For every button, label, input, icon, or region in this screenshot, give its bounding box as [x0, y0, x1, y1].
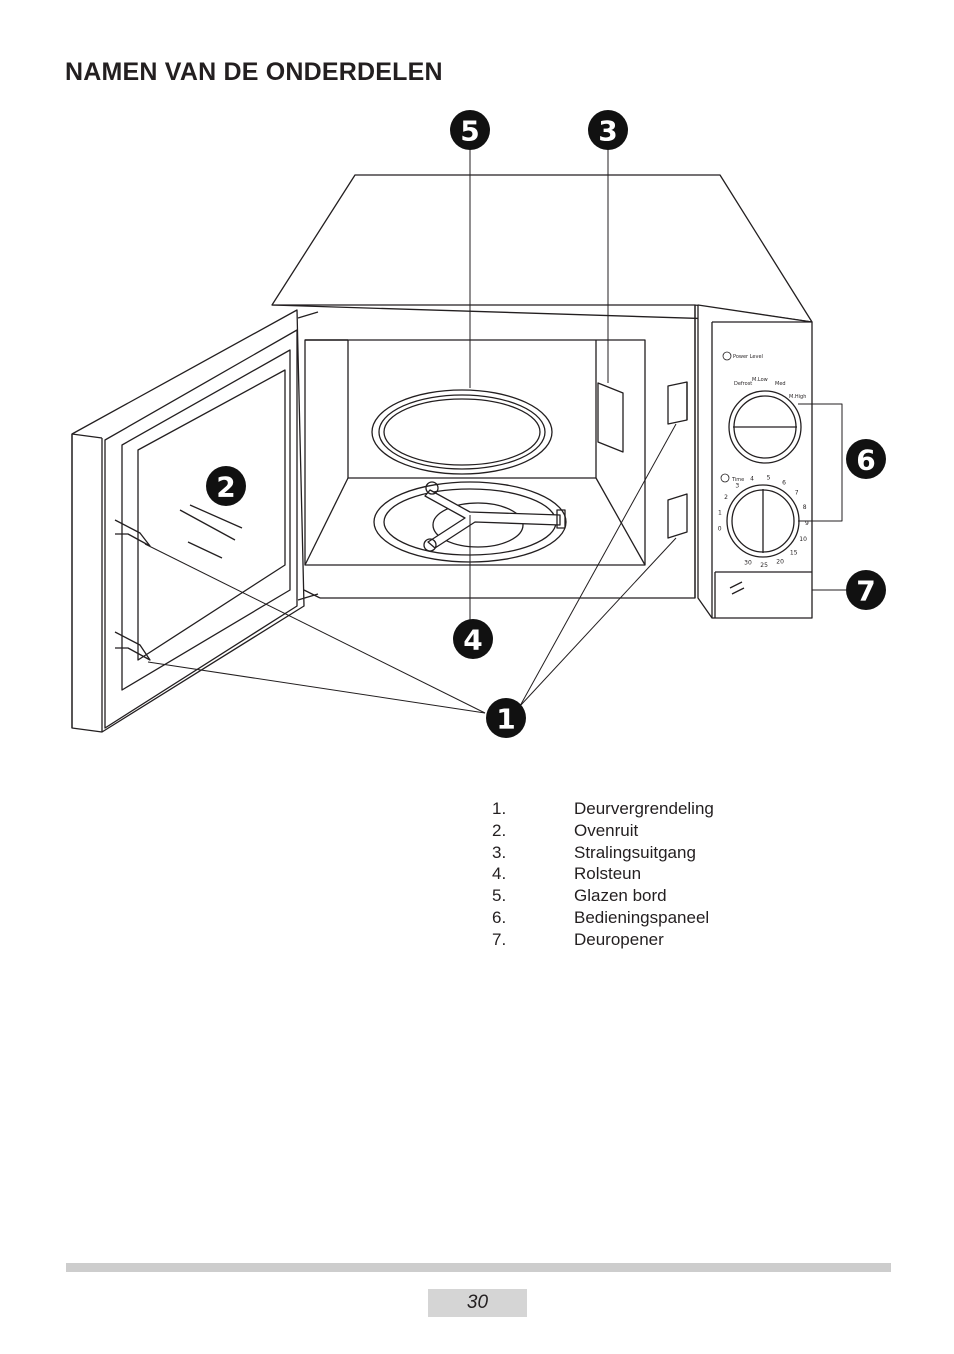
timer-tick-label: 3	[735, 482, 739, 489]
legend-number: 5.	[492, 886, 507, 906]
legend-item: 2. Ovenruit	[492, 820, 714, 842]
legend-label: Deurvergrendeling	[574, 799, 714, 818]
svg-text:3: 3	[598, 115, 617, 148]
oven-door	[71, 309, 319, 733]
timer-tick-label: 1	[718, 509, 722, 516]
parts-legend: 1. Deurvergrendeling 2. Ovenruit 3. Stra…	[492, 798, 714, 951]
control-panel	[697, 304, 813, 619]
svg-text:7: 7	[856, 575, 875, 608]
legend-label: Ovenruit	[574, 820, 639, 840]
time-label: Time	[731, 477, 744, 483]
oven-cavity	[304, 339, 646, 566]
callout-7: 7	[846, 570, 886, 610]
timer-tick-label: 20	[776, 559, 784, 566]
page-number: 30	[428, 1289, 527, 1317]
legend-number: 2.	[492, 820, 507, 840]
legend-label: Deuropener	[574, 929, 664, 949]
callout-3: 3	[588, 110, 628, 150]
svg-text:6: 6	[856, 444, 875, 477]
callout-4: 4	[453, 619, 493, 659]
legend-number: 7.	[492, 929, 507, 949]
svg-text:1: 1	[496, 703, 515, 736]
timer-tick-label: 10	[799, 536, 807, 543]
legend-number: 3.	[492, 842, 507, 862]
timer-tick-label: 0	[718, 526, 722, 533]
legend-item: 7. Deuropener	[492, 929, 714, 951]
legend-item: 5. Glazen bord	[492, 885, 714, 907]
timer-tick-label: 2	[724, 494, 728, 501]
callout-5: 5	[450, 110, 490, 150]
timer-tick-label: 9	[805, 520, 809, 527]
timer-tick-label: 30	[744, 559, 752, 566]
page-title: NAMEN VAN DE ONDERDELEN	[65, 58, 443, 86]
callout-2: 2	[206, 466, 246, 506]
defrost-label: Defrost	[734, 381, 752, 387]
legend-label: Glazen bord	[574, 886, 667, 906]
callout-6: 6	[846, 439, 886, 479]
footer-rule	[66, 1263, 891, 1272]
svg-text:5: 5	[460, 115, 479, 148]
latch-holes	[667, 381, 688, 539]
m-low-label: M.Low	[752, 377, 768, 383]
cabinet-body	[303, 305, 696, 599]
power-level-label: Power Level	[733, 354, 763, 360]
legend-item: 3. Stralingsuitgang	[492, 842, 714, 864]
legend-item: 1. Deurvergrendeling	[492, 798, 714, 820]
legend-number: 6.	[492, 907, 507, 927]
cabinet-top	[271, 174, 813, 323]
med-label: Med	[775, 381, 786, 387]
legend-number: 4.	[492, 864, 507, 884]
timer-tick-label: 15	[790, 550, 798, 557]
leader-lines	[144, 148, 846, 714]
legend-label: Bedieningspaneel	[574, 907, 710, 927]
legend-label: Rolsteun	[574, 864, 642, 884]
microwave-diagram: Power Level Defrost M.Low Med M.High Tim…	[71, 110, 886, 738]
svg-text:2: 2	[216, 471, 235, 504]
legend-item: 6. Bedieningspaneel	[492, 907, 714, 929]
radiation-outlet	[597, 382, 624, 453]
timer-tick-label: 25	[760, 562, 768, 569]
timer-tick-label: 8	[803, 504, 807, 511]
svg-text:4: 4	[463, 624, 482, 657]
callout-1: 1	[486, 698, 526, 738]
timer-tick-label: 7	[795, 490, 799, 497]
glass-tray	[371, 389, 553, 475]
timer-tick-label: 6	[782, 479, 786, 486]
timer-tick-label: 4	[750, 475, 754, 482]
timer-tick-label: 5	[767, 474, 771, 481]
legend-number: 1.	[492, 799, 507, 818]
m-high-label: M.High	[789, 394, 806, 400]
legend-item: 4. Rolsteun	[492, 863, 714, 885]
legend-label: Stralingsuitgang	[574, 842, 696, 862]
door-window	[137, 369, 286, 661]
